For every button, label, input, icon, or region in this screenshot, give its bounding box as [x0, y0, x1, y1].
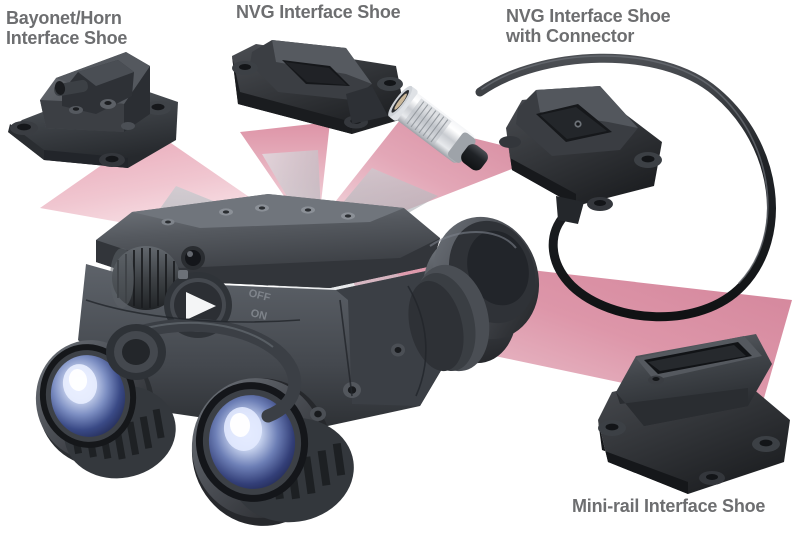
silver-connector: [388, 85, 488, 171]
nvg-shoe: [232, 40, 406, 134]
top-rail-screws: [161, 204, 355, 226]
switch-markings: OFF ON: [247, 287, 272, 323]
ipd-arm: [106, 318, 302, 423]
power-indicator-triangle: [186, 292, 216, 320]
connector-cable-highlight: [481, 55, 769, 284]
mini-rail-shoe: [598, 334, 790, 494]
ir-port: [181, 246, 205, 270]
label-off: OFF: [247, 287, 272, 304]
label-on: ON: [249, 307, 268, 323]
label-bayonet-horn-interface-shoe: Bayonet/Horn Interface Shoe: [6, 8, 128, 49]
bayonet-horn-shoe: [8, 52, 178, 168]
eyepiece-assembly: [408, 216, 540, 372]
diopter-knob: [110, 246, 180, 310]
label-nvg-interface-shoe-with-connector: NVG Interface Shoe with Connector: [506, 6, 671, 47]
nvg-shoe-with-connector: [499, 86, 662, 224]
label-nvg-interface-shoe: NVG Interface Shoe: [236, 2, 401, 22]
nvg-goggle: OFF ON: [35, 194, 540, 526]
label-mini-rail-interface-shoe: Mini-rail Interface Shoe: [572, 496, 766, 516]
connector-cable: [475, 53, 776, 322]
body-panel-lines: [85, 285, 427, 397]
